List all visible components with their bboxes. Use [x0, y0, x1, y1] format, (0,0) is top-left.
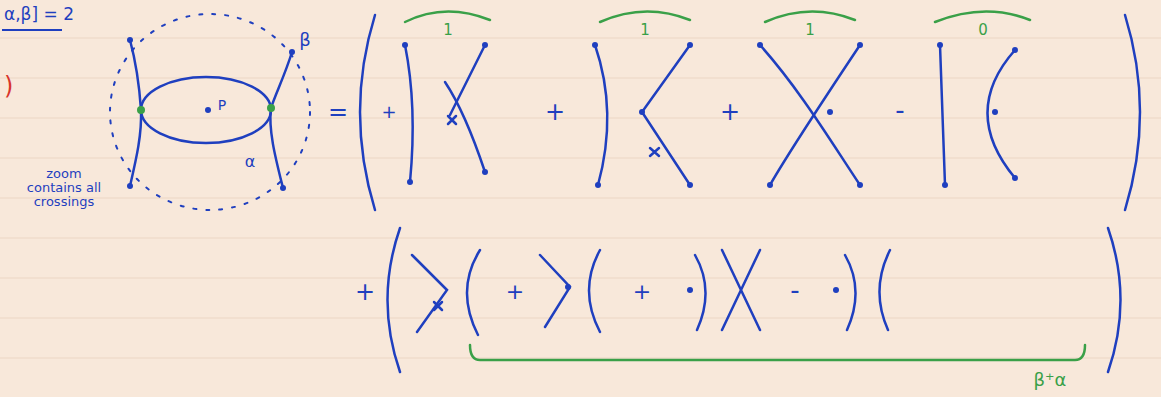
figure-dots — [127, 37, 295, 191]
title-underline — [2, 29, 62, 31]
plus-sign: + — [545, 99, 565, 125]
intersection-count: 1 — [805, 22, 815, 39]
tangle-figures — [405, 45, 1015, 335]
curve-name: β — [299, 30, 311, 50]
ruled-lines — [0, 38, 1161, 358]
bracket-label: β⁺α — [1034, 370, 1067, 390]
tangle-dots — [402, 42, 1018, 293]
plus-sign: + — [506, 280, 524, 304]
minus-sign: - — [895, 96, 904, 125]
crossing-dots — [137, 104, 275, 114]
equation-number: ) — [4, 73, 13, 99]
plus-sign: + — [355, 279, 375, 305]
minus-sign: - — [790, 276, 799, 305]
intersection-count: 1 — [640, 22, 650, 39]
note-text: zoom contains all crossings — [22, 167, 106, 210]
point-name: P — [218, 98, 226, 113]
plus-sign: + — [720, 99, 740, 125]
equals-sign: = — [328, 99, 348, 125]
intersection-count: 0 — [978, 22, 988, 39]
green-brackets — [405, 11, 1085, 360]
zoom-figure — [110, 14, 310, 210]
intersection-count: 1 — [443, 22, 453, 39]
plus-sign: + — [381, 102, 396, 122]
parentheses — [360, 15, 1140, 372]
curve-name: α — [245, 153, 256, 171]
title-text: α,β] = 2 — [4, 5, 74, 24]
plus-sign: + — [633, 280, 651, 304]
